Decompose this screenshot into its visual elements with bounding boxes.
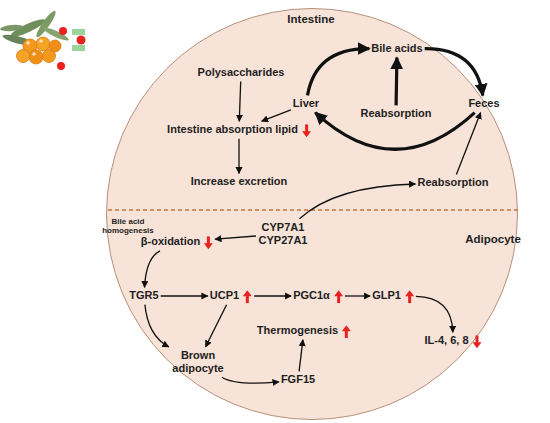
process-label: Feces	[468, 97, 499, 110]
flow-arrow	[161, 295, 208, 296]
flow-arrow	[206, 305, 227, 347]
flow-arrow	[145, 305, 169, 347]
flow-arrow	[345, 295, 370, 296]
leaf	[2, 32, 35, 47]
process-label: CYP7A1 CYP27A1	[258, 221, 308, 247]
process-label: UCP1	[210, 289, 252, 303]
node-text: Brown adipocyte	[172, 349, 223, 374]
node-text: CYP7A1 CYP27A1	[259, 221, 308, 246]
node-text: Liver	[293, 97, 319, 109]
increase-arrow	[342, 325, 351, 338]
process-label: Increase excretion	[191, 175, 288, 188]
leaf	[42, 25, 70, 42]
compound-dot	[77, 36, 86, 45]
berry-highlight	[39, 39, 43, 43]
berry	[36, 37, 50, 51]
process-label: Liver	[293, 97, 319, 110]
decrease-arrow	[302, 124, 311, 137]
berry	[17, 50, 30, 63]
process-label: Thermogenesis	[257, 324, 351, 338]
node-text: Bile acids	[371, 42, 422, 54]
berry	[23, 39, 37, 53]
node-text: Feces	[468, 97, 499, 109]
node-text: PGC1α	[293, 289, 330, 301]
flow-arrow	[239, 82, 240, 122]
flow-arrow	[456, 113, 480, 175]
region-title: Adipocyte	[465, 233, 521, 245]
increase-arrow	[405, 290, 414, 303]
leaf	[9, 16, 47, 39]
node-text: GLP1	[372, 289, 401, 301]
berry-highlight	[32, 52, 36, 56]
decrease-arrow	[204, 236, 213, 249]
node-text: Reabsorption	[418, 176, 489, 188]
leaf	[34, 9, 58, 39]
transporter-gate	[72, 29, 85, 35]
increase-arrow	[334, 290, 343, 303]
cell-circle: IntestineAdipocyte PolysaccharidesIntesti…	[106, 8, 518, 420]
flow-arrow	[299, 340, 303, 372]
berry-highlight	[26, 41, 30, 45]
process-label: TGR5	[129, 289, 158, 302]
node-text: IL-4, 6, 8	[424, 334, 468, 346]
node-text: UCP1	[210, 289, 239, 301]
decrease-arrow	[473, 335, 482, 348]
node-text: Thermogenesis	[257, 324, 338, 336]
compound-dot	[57, 62, 65, 70]
transporter-gate	[72, 45, 85, 51]
process-label: Reabsorption	[418, 176, 489, 189]
cycle-arrow	[425, 49, 483, 96]
node-text: Increase excretion	[191, 175, 288, 187]
node-text: Polysaccharides	[198, 66, 285, 78]
node-text: Intestine absorption lipid	[167, 123, 298, 135]
node-text: FGF15	[281, 373, 315, 385]
process-label: PGC1α	[293, 289, 343, 303]
flow-arrow	[300, 184, 416, 219]
process-label: β-oxidation	[141, 235, 213, 249]
process-label: Bile acids	[371, 42, 422, 55]
node-text: TGR5	[129, 289, 158, 301]
node-text: β-oxidation	[141, 235, 200, 247]
node-text: Reabsorption	[361, 107, 432, 119]
process-note: Bile acid homogenesis	[102, 217, 154, 235]
flow-arrow	[222, 377, 279, 383]
cycle-arrow	[315, 113, 474, 150]
cycle-arrow	[395, 58, 399, 106]
process-label: Polysaccharides	[198, 66, 285, 79]
flow-arrow	[254, 295, 291, 296]
berry	[43, 50, 56, 63]
flow-arrow	[262, 110, 291, 121]
flow-arrow	[215, 236, 256, 239]
sea-buckthorn-illustration	[0, 9, 70, 64]
berry	[29, 50, 43, 64]
flow-arrow	[145, 251, 161, 288]
process-label: GLP1	[372, 289, 414, 303]
compound-dot	[59, 27, 67, 35]
berry	[49, 40, 61, 52]
flow-arrow	[238, 139, 239, 174]
process-label: Intestine absorption lipid	[167, 123, 311, 137]
process-label: IL-4, 6, 8	[424, 334, 481, 348]
process-label: FGF15	[281, 373, 315, 386]
region-title: Intestine	[287, 13, 334, 25]
flow-arrow	[416, 296, 453, 332]
process-label: Reabsorption	[361, 107, 432, 120]
cycle-arrow	[308, 49, 370, 96]
process-label: Brown adipocyte	[167, 349, 229, 375]
increase-arrow	[243, 290, 252, 303]
leaf	[0, 24, 24, 32]
